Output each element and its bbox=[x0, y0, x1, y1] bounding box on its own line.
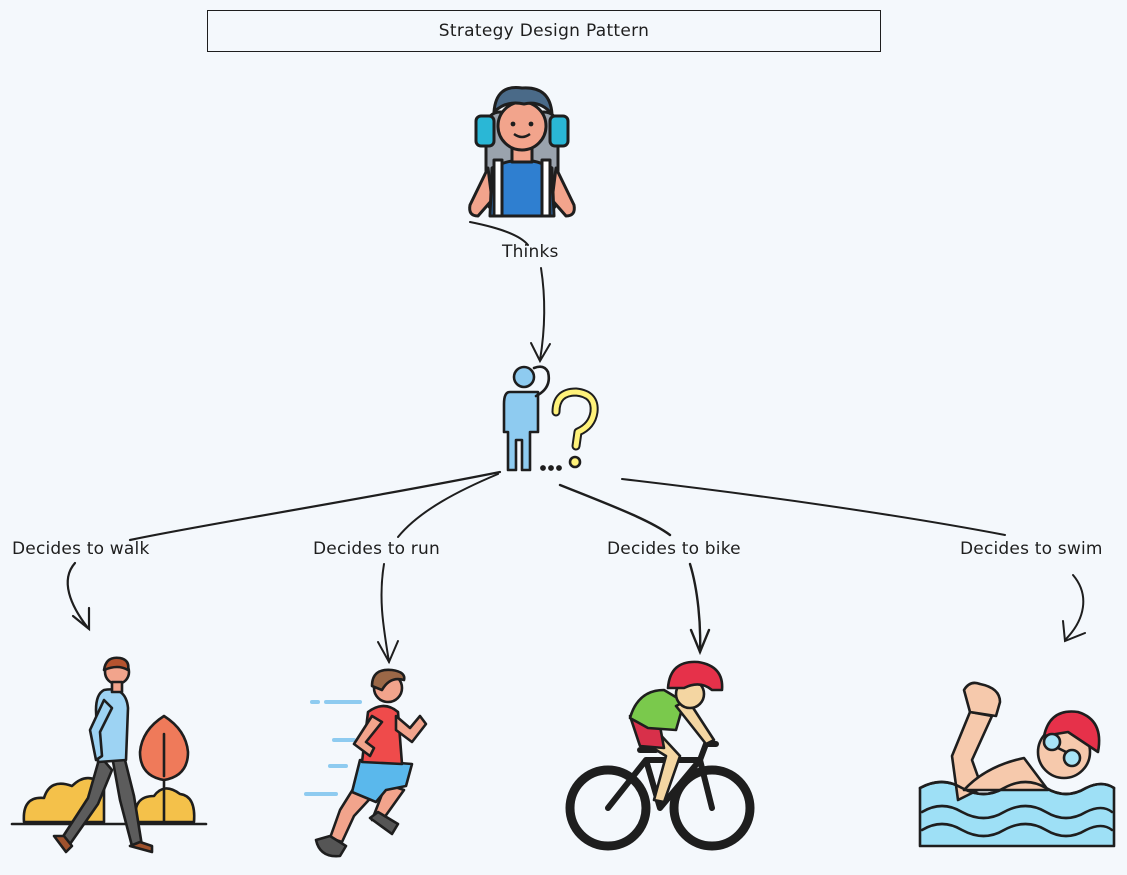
walking-person-icon bbox=[10, 656, 208, 854]
swimmer-icon bbox=[918, 681, 1116, 848]
backpacker-icon bbox=[468, 86, 576, 218]
running-person-icon bbox=[304, 668, 428, 858]
edge-bike bbox=[558, 483, 711, 656]
edge-label-walk: Decides to walk bbox=[12, 539, 150, 559]
cyclist-icon bbox=[565, 660, 755, 851]
thinking-person-icon bbox=[502, 365, 599, 472]
edge-label-thinks: Thinks bbox=[502, 242, 559, 262]
edge-label-swim: Decides to swim bbox=[960, 539, 1103, 559]
edge-thinks bbox=[469, 221, 551, 364]
edge-run bbox=[377, 473, 499, 665]
edge-walk bbox=[66, 470, 502, 632]
edge-swim bbox=[621, 478, 1086, 643]
diagram-title: Strategy Design Pattern bbox=[207, 10, 881, 52]
edge-label-run: Decides to run bbox=[313, 539, 440, 559]
edge-label-bike: Decides to bike bbox=[607, 539, 741, 559]
